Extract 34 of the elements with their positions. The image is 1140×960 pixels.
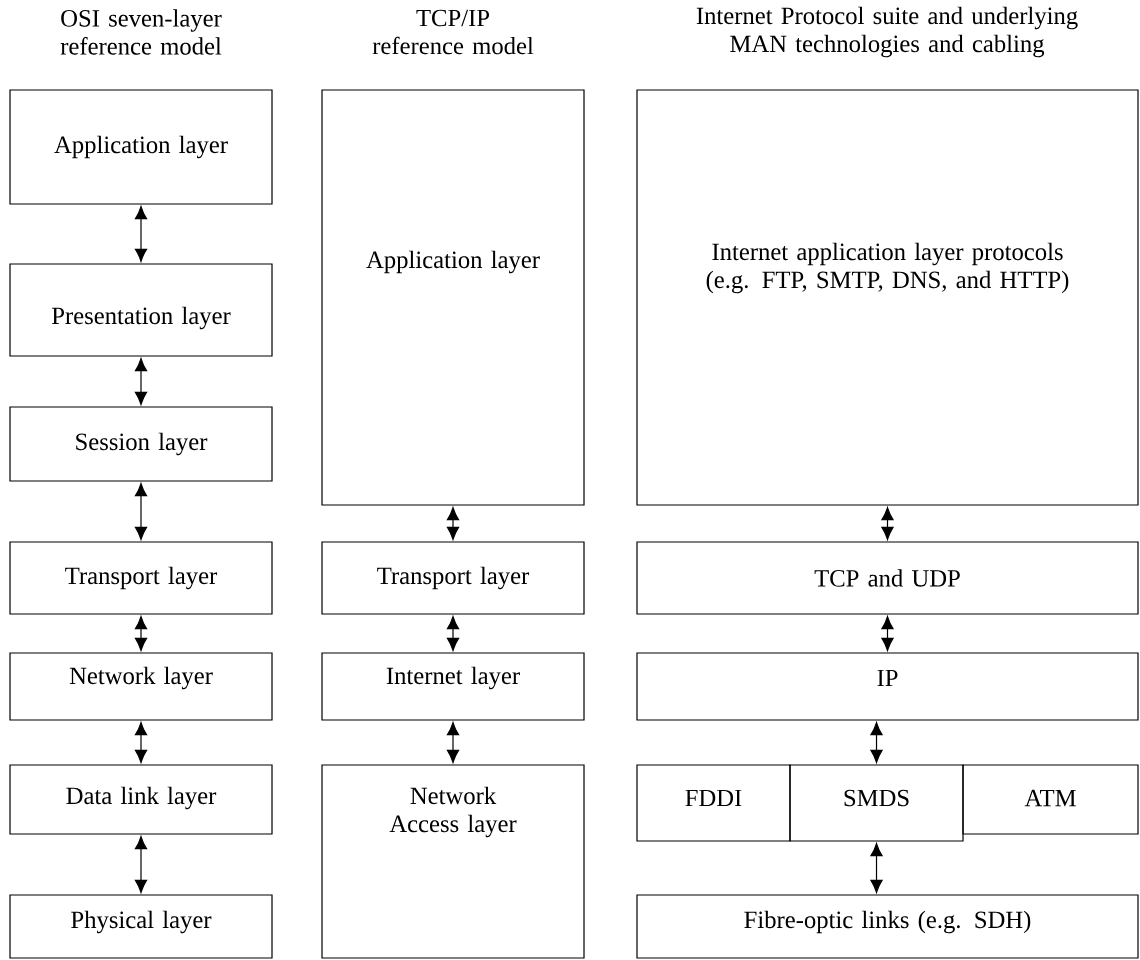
layer-box: Data link layer — [9, 764, 273, 835]
double-arrow — [134, 836, 148, 893]
layer-box: Application layer — [9, 89, 273, 205]
double-arrow — [134, 206, 148, 262]
double-arrow — [870, 722, 883, 763]
column-heading: TCP/IP reference model — [372, 9, 534, 55]
layer-box: Transport layer — [321, 541, 585, 615]
double-arrow — [446, 722, 460, 763]
double-arrow — [134, 358, 148, 405]
layer-box: Session layer — [9, 406, 273, 482]
double-arrow — [134, 722, 148, 763]
layer-box: Network Access layer — [321, 764, 585, 959]
double-arrow — [134, 483, 148, 540]
double-arrow — [446, 616, 460, 651]
double-arrow — [134, 616, 148, 651]
layer-box: FDDI — [636, 764, 791, 842]
column-heading: Internet Protocol suite and underlying MAN technologies and cabling — [696, 6, 1078, 58]
layer-box: ATM — [962, 764, 1139, 835]
layer-box: Fibre-optic links (e.g. SDH) — [636, 894, 1139, 959]
layer-box: Transport layer — [9, 541, 273, 615]
double-arrow — [881, 616, 894, 651]
layer-box: Network layer — [9, 652, 273, 721]
layer-box: Application layer — [321, 89, 585, 506]
layer-box: IP — [636, 652, 1139, 721]
layer-box: Presentation layer — [9, 263, 273, 357]
column-heading: OSI seven-layer reference model — [60, 9, 222, 55]
double-arrow — [870, 843, 883, 893]
layer-box: Internet layer — [321, 652, 585, 721]
layer-box: TCP and UDP — [636, 541, 1139, 615]
double-arrow — [881, 507, 894, 540]
layer-box: SMDS — [789, 764, 964, 842]
layer-box: Physical layer — [9, 894, 273, 959]
double-arrow — [446, 507, 460, 540]
layer-box: Internet application layer protocols (e.g. FTP, SMTP, DNS, and HTTP) — [636, 89, 1139, 506]
